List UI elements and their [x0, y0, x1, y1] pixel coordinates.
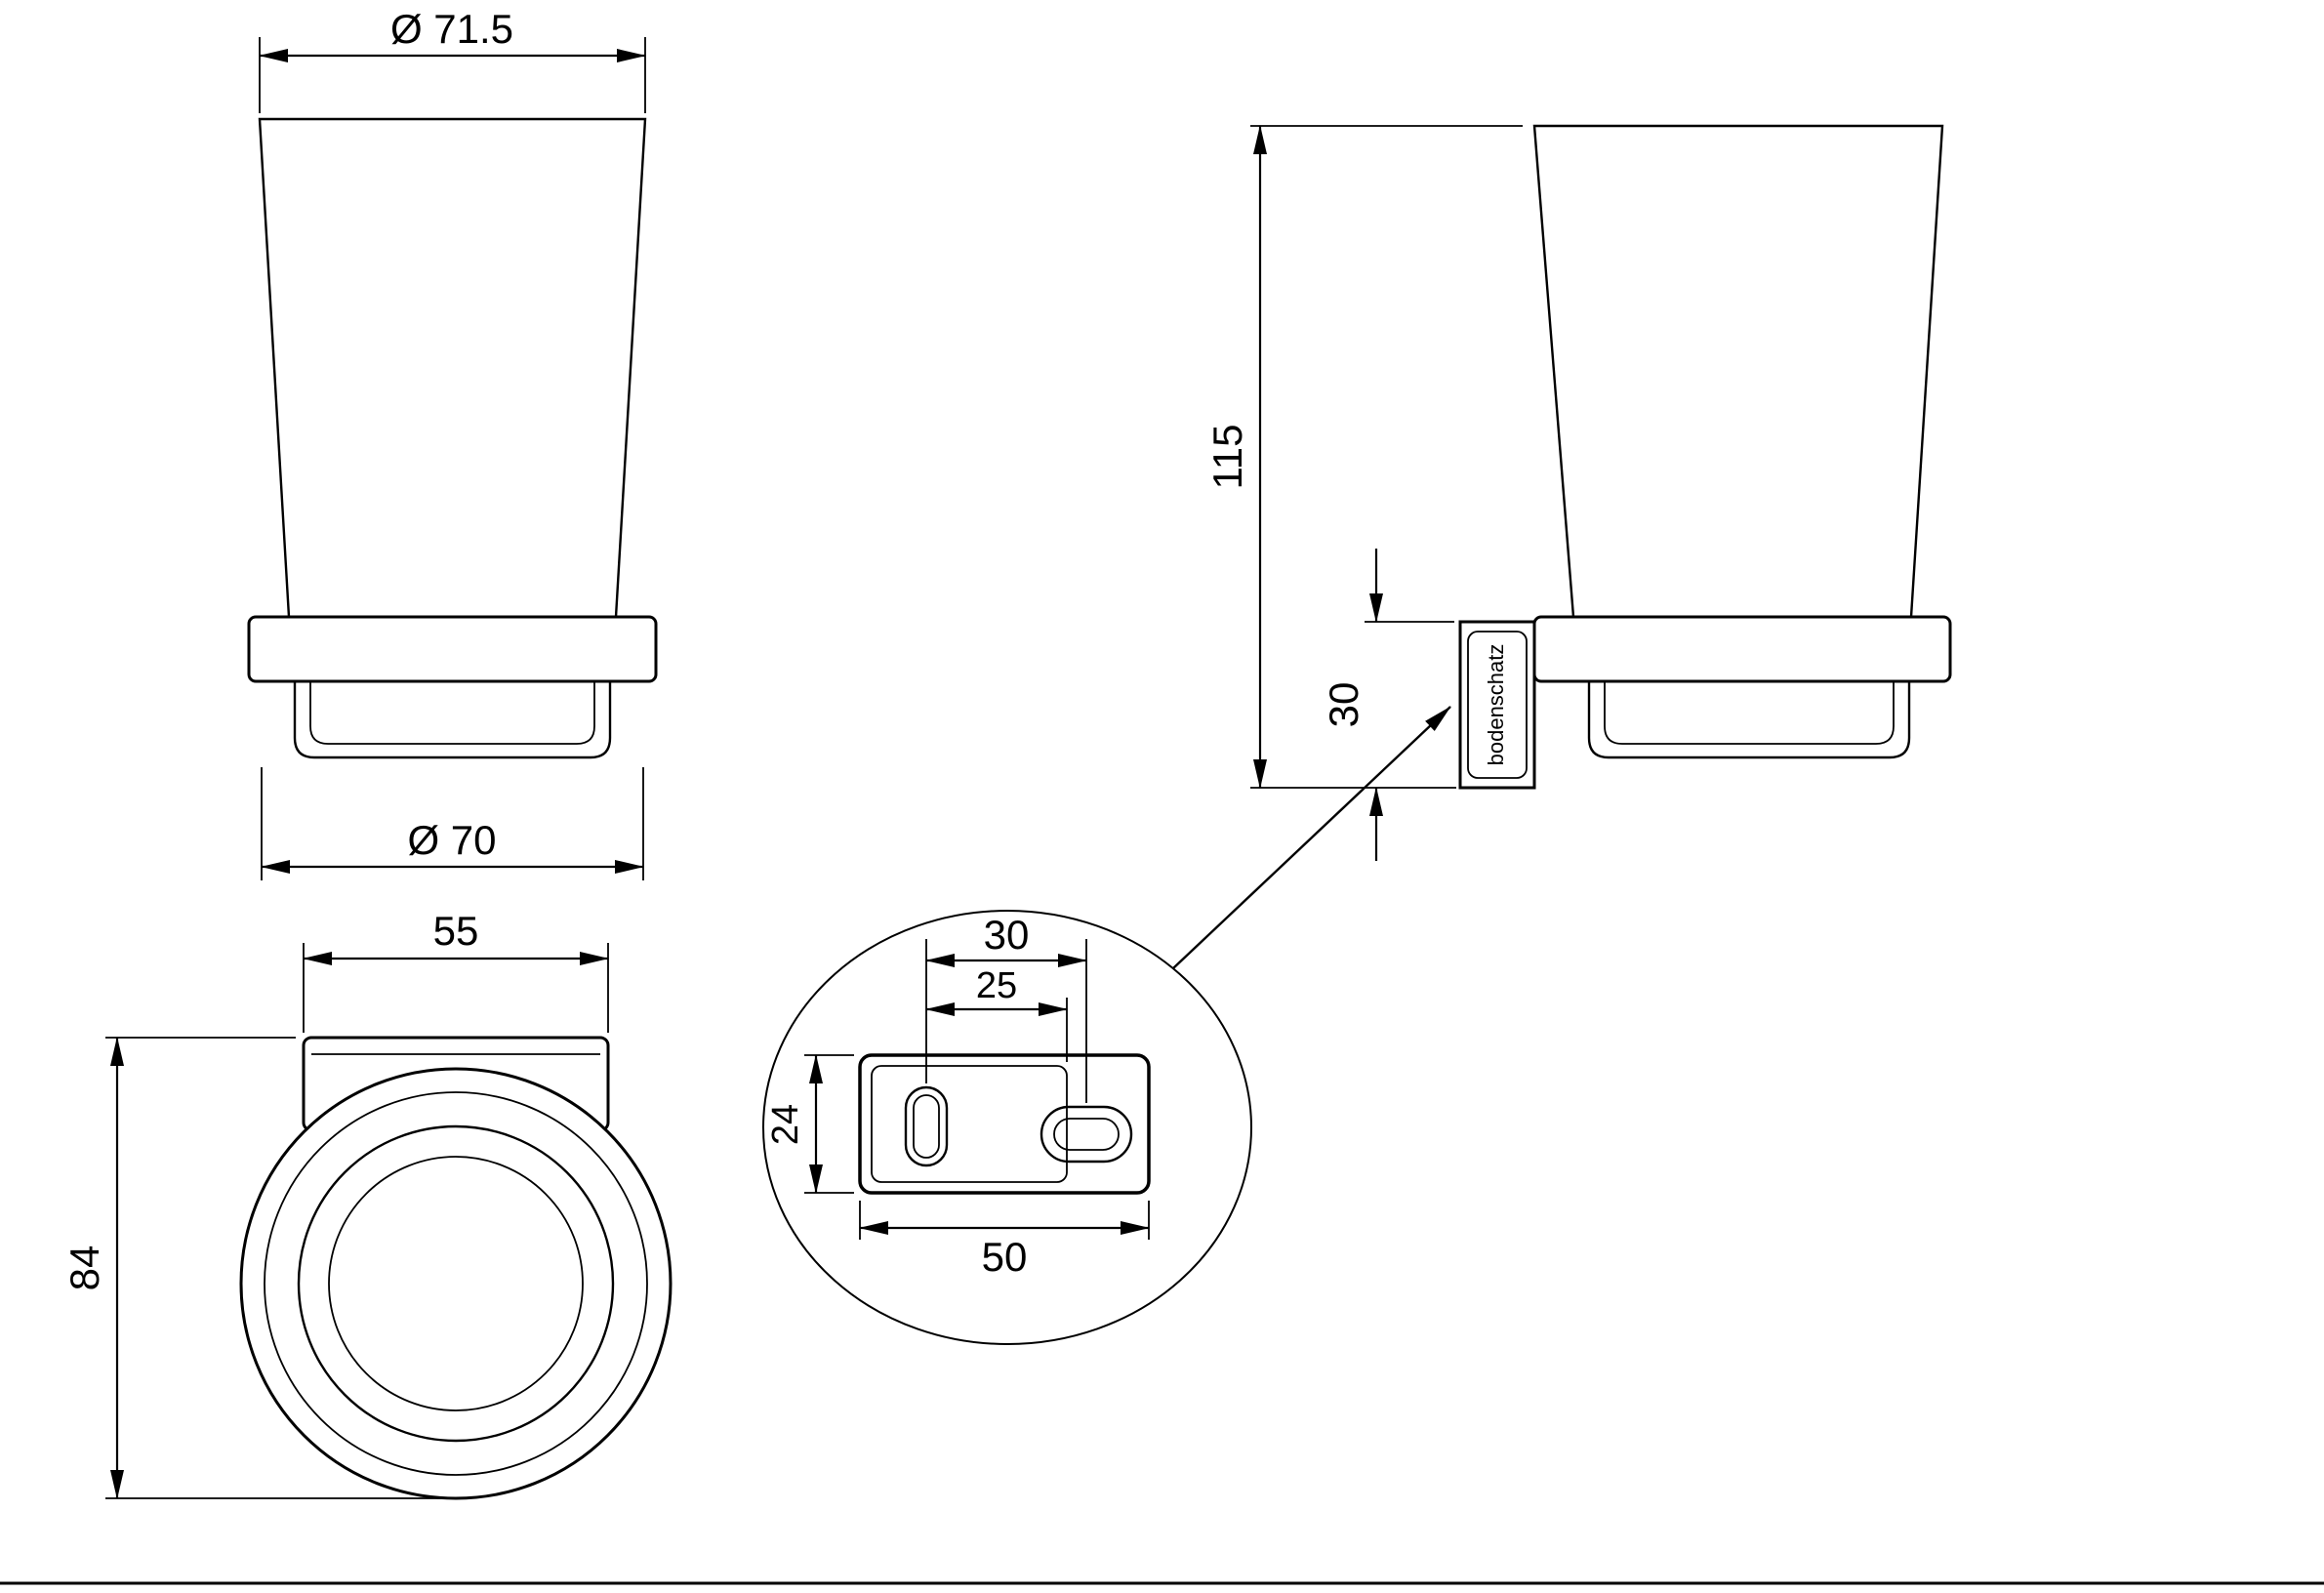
left-slot-outer: [904, 1085, 949, 1167]
wall-bracket: [1458, 620, 1536, 790]
detail-view: 30 25 24 50: [762, 910, 1252, 1345]
mounting-plate: [858, 1053, 1151, 1195]
holder-ring-bottom-outer: [293, 681, 612, 759]
detail-hole-spacing-dimension: 30: [925, 912, 1087, 1103]
glass-outline: [258, 117, 647, 618]
detail-slot-spacing-dimension: 25: [925, 965, 1068, 1062]
detail-plate-width-dimension: 50: [859, 1201, 1150, 1280]
glass-rim-circle: [297, 1124, 615, 1443]
detail-slot-spacing-label: 25: [976, 965, 1017, 1006]
holder-ring-plate: [1532, 615, 1952, 683]
extension-lines: [804, 1054, 854, 1194]
wall-bracket-logo-plate: [1467, 631, 1528, 779]
top-width-label: 55: [433, 908, 479, 954]
detail-plate-height-label: 24: [765, 1104, 806, 1145]
side-bracket-height-dimension: 30: [1321, 549, 1454, 861]
front-view: Ø 71.5 Ø 70: [247, 6, 658, 880]
glass-inner-circle: [328, 1156, 584, 1411]
detail-plate-height-dimension: 24: [765, 1054, 854, 1194]
detail-bubble: [762, 910, 1252, 1345]
top-depth-dimension: 84: [61, 1037, 447, 1499]
front-top-diameter-dimension: Ø 71.5: [259, 6, 646, 113]
right-slot-inner: [1053, 1118, 1120, 1151]
top-depth-label: 84: [61, 1246, 107, 1291]
extension-lines: [1250, 125, 1523, 789]
extension-lines: [925, 939, 1087, 1103]
front-bottom-diameter-dimension: Ø 70: [261, 767, 644, 880]
mounting-plate-recess: [871, 1065, 1068, 1183]
side-bracket-height-label: 30: [1321, 682, 1366, 728]
side-view: bodenschatz 115 30: [1204, 124, 1952, 861]
top-view: 55 84: [61, 908, 673, 1500]
brand-logo-text: bodenschatz: [1484, 644, 1508, 766]
holder-ring-bottom-inner: [1604, 681, 1895, 745]
holder-outer-circle: [239, 1067, 673, 1500]
side-total-height-dimension: 115: [1204, 125, 1523, 789]
left-slot-inner: [913, 1094, 940, 1159]
holder-ring-plate: [247, 615, 658, 683]
detail-leader-arrow: [1172, 706, 1451, 969]
holder-ring-bottom-inner: [309, 681, 595, 745]
front-top-diameter-label: Ø 71.5: [390, 6, 513, 52]
side-total-height-label: 115: [1204, 425, 1250, 490]
holder-inner-circle: [264, 1091, 648, 1476]
top-width-dimension: 55: [303, 908, 609, 1033]
detail-plate-width-label: 50: [982, 1234, 1028, 1280]
detail-hole-spacing-label: 30: [984, 912, 1030, 958]
glass-outline: [1532, 124, 1944, 618]
front-bottom-diameter-label: Ø 70: [407, 817, 496, 863]
extension-lines: [105, 1037, 447, 1499]
right-slot-outer: [1040, 1105, 1133, 1164]
extension-lines: [303, 943, 609, 1033]
holder-ring-bottom-outer: [1587, 681, 1911, 759]
